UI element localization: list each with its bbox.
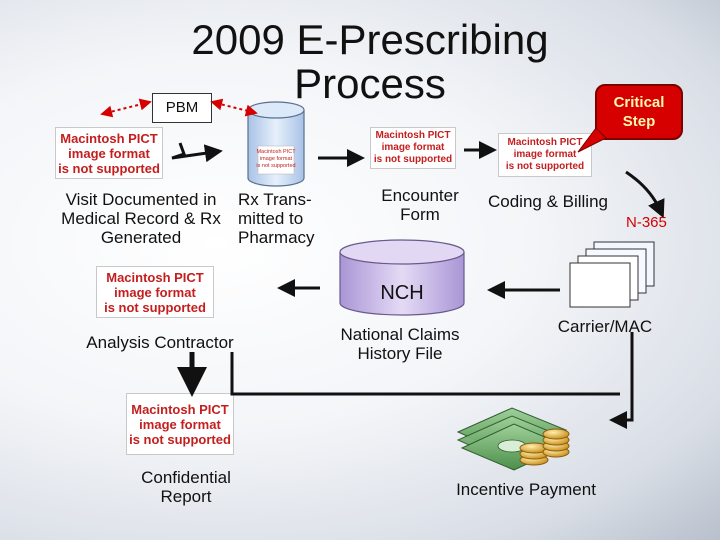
pict-placeholder-analysis: Macintosh PICT image format is not suppo… [96, 266, 214, 318]
report-line-2: Report [160, 487, 212, 506]
cylinder-pict-text: Macintosh PICT [256, 149, 296, 155]
callout-line-1: Critical [613, 94, 665, 111]
dotted-double-arrow-icon [210, 98, 258, 117]
money-coins-icon [456, 407, 570, 471]
incentive-payment-label: Incentive Payment [456, 480, 596, 499]
nch-desc-line-2: History File [357, 344, 443, 363]
encounter-line-2: Form [400, 205, 440, 224]
cylinder-pict-text: image format [260, 156, 293, 162]
visit-step-label: Visit Documented in Medical Record & Rx … [52, 190, 230, 247]
flow-line [230, 352, 620, 396]
analysis-contractor-label: Analysis Contractor [86, 333, 234, 352]
encounter-form-label: Encounter Form [366, 186, 474, 224]
nch-label: NCH [380, 282, 424, 304]
pict-line-2: image format [139, 416, 221, 432]
pict-placeholder-report: Macintosh PICT image format is not suppo… [126, 393, 234, 455]
pict-placeholder-encounter: Macintosh PICT image format is not suppo… [370, 127, 456, 169]
pict-line-1: Macintosh PICT [375, 130, 451, 141]
nch-description: National Claims History File [330, 325, 470, 363]
pict-line-3: is not supported [373, 154, 453, 165]
pict-line-3: is not supported [129, 431, 231, 447]
flow-arrow-icon [609, 332, 634, 429]
pict-line-2: image format [68, 145, 150, 161]
flow-arrow-icon [625, 170, 665, 219]
pict-line-3: is not supported [104, 299, 206, 315]
pict-placeholder-visit: Macintosh PICT image format is not suppo… [55, 127, 163, 179]
pict-placeholder-coding: Macintosh PICT image format is not suppo… [498, 133, 592, 177]
transmit-line-3: Pharmacy [238, 228, 315, 247]
cylinder-pict-text: is not supported [256, 163, 295, 169]
visit-line-1: Visit Documented in [65, 190, 217, 209]
visit-line-2: Medical Record & Rx [61, 209, 221, 228]
dotted-double-arrow-icon [100, 98, 152, 118]
visit-line-3: Generated [100, 228, 182, 247]
pict-line-2: image format [114, 284, 196, 300]
n365-label: N-365 [626, 214, 667, 231]
callout-pointer [577, 127, 607, 153]
pbm-box: PBM [152, 93, 212, 123]
encounter-line-1: Encounter [381, 186, 459, 205]
transmit-line-2: mitted to [238, 209, 304, 228]
transmit-line-1: Rx Trans- [238, 190, 312, 209]
pict-line-3: is not supported [505, 161, 585, 172]
pict-line-1: Macintosh PICT [106, 269, 204, 285]
pict-line-1: Macintosh PICT [60, 130, 158, 146]
pharmacy-database-cylinder-icon: Macintosh PICT image format is not suppo… [247, 101, 305, 187]
document-stack-icon [569, 241, 655, 308]
pict-line-2: image format [513, 149, 577, 160]
flow-arrow-icon [171, 142, 223, 163]
callout-line-2: Step [622, 113, 656, 130]
coding-billing-label: Coding & Billing [487, 192, 608, 211]
pict-line-1: Macintosh PICT [507, 137, 583, 148]
transmit-step-label: Rx Trans- mitted to Pharmacy [238, 190, 338, 247]
critical-step-callout: Critical Step [595, 84, 683, 140]
pict-line-1: Macintosh PICT [131, 401, 229, 417]
nch-database-cylinder-icon [339, 239, 465, 316]
pict-line-3: is not supported [58, 160, 160, 176]
diagram-title: 2009 E-Prescribing Process [191, 16, 549, 107]
carrier-mac-label: Carrier/MAC [557, 317, 653, 336]
pict-line-2: image format [381, 142, 445, 153]
nch-desc-line-1: National Claims [340, 325, 460, 344]
report-line-1: Confidential [141, 468, 231, 487]
confidential-report-label: Confidential Report [126, 468, 246, 506]
